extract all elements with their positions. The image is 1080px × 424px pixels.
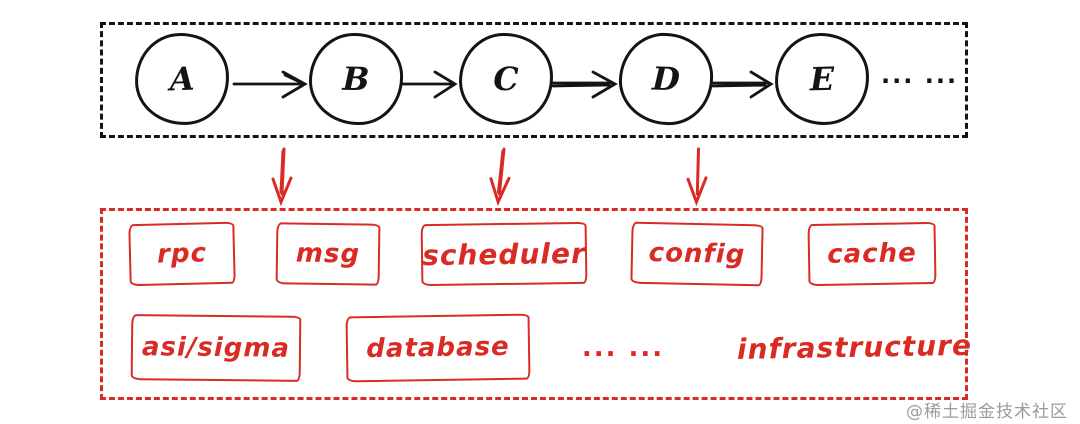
chain-node-b-label: B xyxy=(342,59,370,99)
chain-node-a-label: A xyxy=(168,59,196,99)
arrow-right-icon xyxy=(551,70,618,99)
chain-node-e-label: E xyxy=(809,59,835,99)
arrow-down-icon xyxy=(686,147,708,207)
infra-box-rpc: rpc xyxy=(128,221,236,287)
arrow-right-icon xyxy=(401,70,458,99)
arrow-down-icon xyxy=(489,147,511,207)
infra-box-asi-sigma: asi/sigma xyxy=(130,314,302,382)
infrastructure-dashed-container: rpc msg scheduler config cache asi/sigma… xyxy=(100,208,973,400)
chain-dashed-container: A B C D E ... ... xyxy=(100,22,968,138)
infra-box-msg: msg xyxy=(275,222,381,286)
arrow-right-icon xyxy=(232,70,308,99)
chain-node-e: E xyxy=(773,31,871,127)
infra-ellipsis: ... ... xyxy=(581,333,665,363)
arrow-down-icon xyxy=(271,147,293,207)
infrastructure-label: infrastructure xyxy=(736,328,973,366)
infra-box-scheduler: scheduler xyxy=(420,221,588,287)
chain-node-d: D xyxy=(617,31,715,127)
infra-box-config: config xyxy=(630,221,764,287)
arrow-right-icon xyxy=(711,70,774,99)
watermark-text: @稀土掘金技术社区 xyxy=(906,402,1068,422)
chain-ellipsis: ... ... xyxy=(881,61,959,89)
chain-node-a: A xyxy=(133,31,231,127)
chain-node-c-label: C xyxy=(492,59,520,99)
chain-node-c: C xyxy=(458,32,554,126)
infra-box-database: database xyxy=(345,313,531,383)
infra-box-cache: cache xyxy=(807,221,937,287)
chain-node-d-label: D xyxy=(651,59,681,99)
chain-node-b: B xyxy=(308,32,404,126)
